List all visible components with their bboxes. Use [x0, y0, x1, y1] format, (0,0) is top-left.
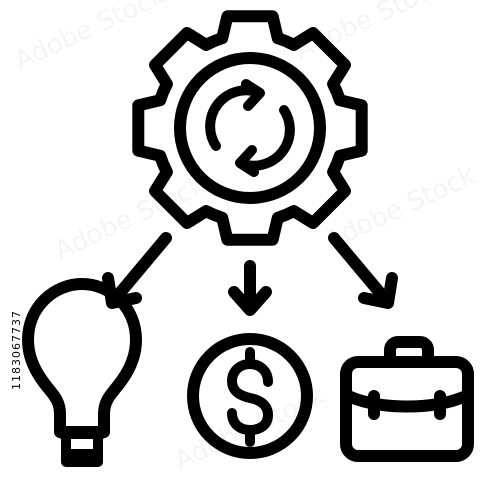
arrow-down-right-icon	[328, 232, 398, 309]
gear-outline	[132, 10, 368, 246]
gear-refresh-icon	[132, 10, 368, 246]
gear-inner-ring	[174, 52, 326, 204]
refresh-icon	[205, 79, 295, 177]
watermark-id-text: 1183067737	[10, 310, 23, 390]
dollar-coin-icon	[187, 333, 313, 459]
briefcase-icon	[340, 336, 474, 462]
lightbulb-icon	[22, 278, 142, 467]
watermark-id-strip: 1183067737	[0, 0, 23, 500]
svg-text:Adobe Stock: Adobe Stock	[10, 0, 170, 76]
arrow-down-icon	[228, 260, 272, 316]
